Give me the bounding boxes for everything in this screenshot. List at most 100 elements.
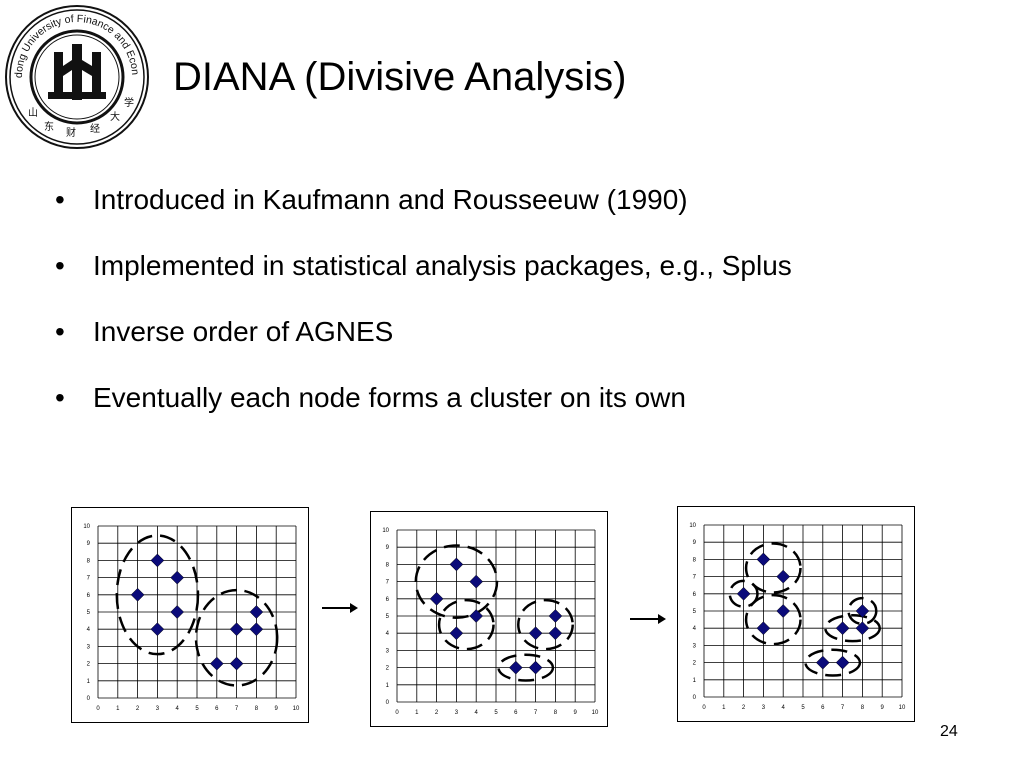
bullet-list: Introduced in Kaufmann and Rousseeuw (19… (55, 178, 792, 442)
x-tick-label: 7 (841, 705, 845, 711)
svg-text:学: 学 (124, 96, 134, 109)
y-tick-label: 3 (386, 648, 390, 654)
data-point (449, 557, 464, 572)
y-tick-label: 10 (689, 523, 696, 529)
data-point (835, 655, 850, 670)
data-point (776, 569, 791, 584)
data-point (528, 660, 543, 675)
y-tick-label: 8 (693, 557, 697, 563)
y-tick-label: 4 (693, 626, 697, 632)
y-tick-label: 8 (386, 562, 390, 568)
svg-text:财: 财 (66, 126, 76, 139)
y-tick-label: 4 (386, 631, 390, 637)
slide-title: DIANA (Divisive Analysis) (173, 55, 627, 99)
data-point (528, 626, 543, 641)
arrow-right-icon (322, 600, 358, 621)
y-tick-label: 0 (87, 696, 91, 702)
x-tick-label: 10 (899, 705, 906, 711)
data-point (469, 574, 484, 589)
x-tick-label: 5 (801, 705, 805, 711)
page-number: 24 (940, 723, 958, 740)
data-point (776, 604, 791, 618)
data-point (130, 587, 145, 602)
svg-text:经: 经 (90, 122, 100, 135)
university-seal-icon: Shandong University of Finance and Econo… (0, 0, 149, 149)
x-tick-label: 8 (554, 710, 558, 716)
x-tick-label: 0 (96, 706, 100, 712)
x-tick-label: 4 (475, 710, 479, 716)
y-tick-label: 5 (693, 609, 697, 615)
cluster-outline (824, 614, 881, 643)
y-tick-label: 0 (386, 700, 390, 706)
y-tick-label: 4 (87, 627, 91, 633)
data-point (150, 553, 165, 568)
y-tick-label: 9 (87, 541, 91, 547)
data-point (548, 626, 563, 641)
x-tick-label: 4 (782, 705, 786, 711)
x-tick-label: 10 (293, 706, 300, 712)
x-tick-label: 8 (861, 705, 865, 711)
x-tick-label: 3 (455, 710, 459, 716)
y-tick-label: 9 (693, 540, 697, 546)
data-point (756, 621, 771, 636)
y-tick-label: 6 (87, 593, 91, 599)
bullet-item: Eventually each node forms a cluster on … (55, 376, 792, 420)
svg-text:山: 山 (28, 107, 38, 119)
cluster-outline (414, 544, 499, 619)
data-point (429, 591, 444, 606)
y-tick-label: 9 (386, 545, 390, 551)
x-tick-label: 0 (702, 705, 706, 711)
data-point (508, 660, 523, 675)
bullet-item: Implemented in statistical analysis pack… (55, 244, 792, 288)
cluster-outline (728, 579, 759, 608)
x-tick-label: 1 (116, 706, 120, 712)
data-point (249, 605, 264, 619)
data-point (548, 609, 563, 623)
data-point (249, 622, 264, 637)
data-point (835, 621, 850, 636)
y-tick-label: 2 (386, 666, 390, 672)
data-point (815, 655, 830, 670)
logo-seal-glyphs: 山 东 财 经 大 学 (28, 96, 134, 139)
y-tick-label: 8 (87, 558, 91, 564)
y-tick-label: 5 (87, 610, 91, 616)
y-tick-label: 2 (87, 662, 91, 668)
y-tick-label: 6 (693, 592, 697, 598)
data-point (150, 622, 165, 637)
data-point (469, 609, 484, 623)
university-logo: Shandong University of Finance and Econo… (0, 0, 150, 150)
y-tick-label: 1 (386, 683, 390, 689)
data-point (229, 622, 244, 637)
data-point (736, 586, 751, 601)
x-tick-label: 1 (415, 710, 419, 716)
data-point (855, 604, 870, 618)
svg-text:大: 大 (110, 110, 120, 123)
x-tick-label: 2 (742, 705, 746, 711)
y-tick-label: 1 (87, 679, 91, 685)
y-tick-label: 7 (386, 580, 390, 586)
data-point (756, 552, 771, 567)
x-tick-label: 2 (136, 706, 140, 712)
x-tick-label: 5 (195, 706, 199, 712)
cluster-outline (115, 534, 200, 656)
x-tick-label: 5 (494, 710, 498, 716)
x-tick-label: 9 (574, 710, 578, 716)
y-tick-label: 10 (382, 528, 389, 534)
x-tick-label: 0 (395, 710, 399, 716)
x-tick-label: 3 (156, 706, 160, 712)
x-tick-label: 6 (215, 706, 219, 712)
bullet-item: Introduced in Kaufmann and Rousseeuw (19… (55, 178, 792, 222)
y-tick-label: 5 (386, 614, 390, 620)
cluster-outline (847, 596, 878, 626)
data-point (229, 656, 244, 671)
x-tick-label: 3 (762, 705, 766, 711)
y-tick-label: 3 (87, 644, 91, 650)
y-tick-label: 7 (693, 575, 697, 581)
x-tick-label: 10 (592, 710, 599, 716)
data-point (170, 570, 185, 585)
cluster-outline (744, 542, 802, 594)
